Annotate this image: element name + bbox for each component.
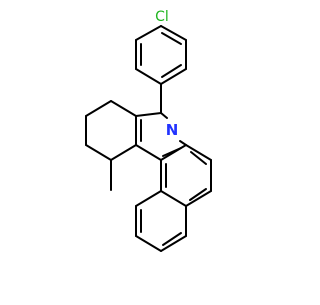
bond xyxy=(160,112,168,119)
central-fused-ring xyxy=(160,144,212,207)
bond xyxy=(135,68,162,85)
benzo-ring xyxy=(135,190,187,252)
bond xyxy=(110,144,137,161)
bond xyxy=(85,144,112,161)
bond xyxy=(160,25,187,41)
bond xyxy=(179,140,187,146)
pyridine-ring xyxy=(135,112,187,161)
bond xyxy=(160,68,187,85)
bond xyxy=(135,235,162,252)
bond xyxy=(189,188,207,201)
bond xyxy=(162,232,182,246)
bond xyxy=(110,100,137,117)
chlorophenyl-ring xyxy=(135,25,187,85)
bond xyxy=(161,32,182,45)
molecule-structure: Cl N xyxy=(85,8,212,252)
bond xyxy=(85,100,112,117)
chlorine-label: Cl xyxy=(155,9,169,25)
bond xyxy=(160,190,187,207)
bond xyxy=(162,147,182,157)
bond xyxy=(135,190,162,207)
bond xyxy=(185,190,212,207)
bond xyxy=(161,64,182,78)
nitrogen-label: N xyxy=(166,121,179,139)
bond xyxy=(160,235,187,252)
structure-canvas: Cl N xyxy=(85,8,212,252)
bond xyxy=(135,25,162,41)
atom-labels: Cl N xyxy=(153,8,180,139)
tetrahydro-ring xyxy=(85,100,137,161)
bond xyxy=(135,144,162,161)
bond xyxy=(190,151,207,165)
bond xyxy=(135,112,162,117)
bond xyxy=(185,144,212,161)
